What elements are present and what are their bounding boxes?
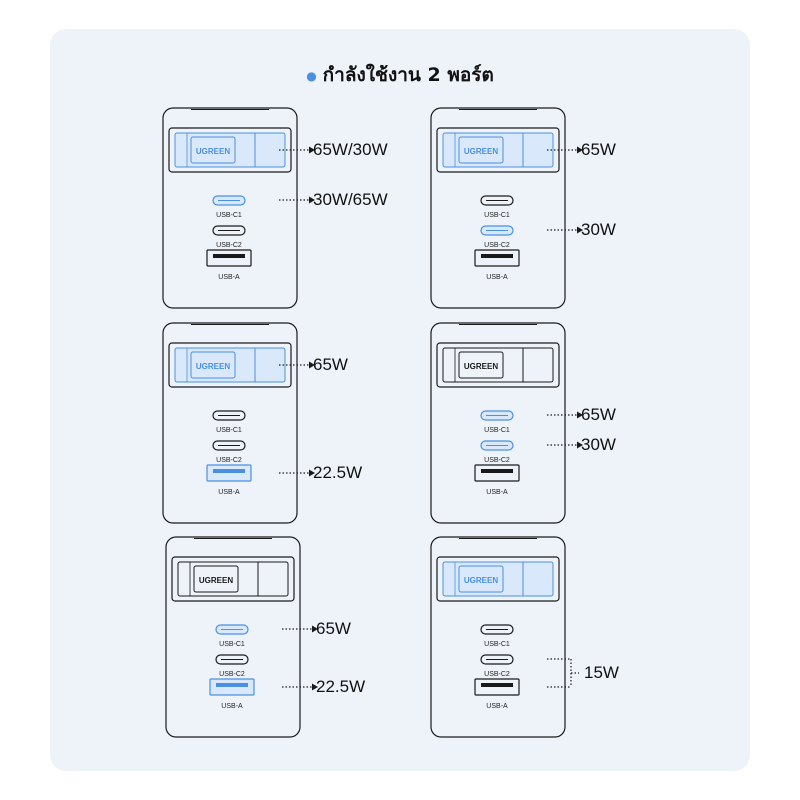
brand-label: UGREEN [464, 147, 498, 156]
brand-label: UGREEN [196, 147, 230, 156]
port-label-a: USB-A [486, 489, 508, 496]
brand-label: UGREEN [464, 362, 498, 371]
watt-label-c1: 65W [581, 405, 616, 424]
port-label-a: USB-A [221, 703, 243, 710]
port-label-c2: USB-C2 [484, 457, 510, 464]
leader-line [547, 226, 583, 234]
leader-line [547, 441, 583, 449]
port-label-c2: USB-C2 [219, 671, 245, 678]
watt-label-cable: 65W/30W [313, 140, 388, 159]
bullet-icon: ● [306, 68, 317, 83]
watt-label-c2: 30W [581, 435, 616, 454]
leader-line [282, 625, 318, 633]
port-label-c2: USB-C2 [484, 671, 510, 678]
watt-label-c1: 30W/65W [313, 190, 388, 209]
leader-line [282, 683, 318, 691]
ugreen-logo [458, 565, 504, 593]
watt-label-c1: 65W [316, 619, 351, 638]
port-label-c1: USB-C1 [484, 212, 510, 219]
content-panel [50, 29, 750, 771]
page-title: ● กำลังใช้งาน 2 พอร์ต [0, 60, 800, 90]
port-label-a: USB-A [218, 274, 240, 281]
watt-label-a: 22.5W [316, 677, 366, 696]
ugreen-logo [458, 351, 504, 379]
leader-line [279, 469, 315, 477]
brand-label: UGREEN [464, 576, 498, 585]
port-label-c1: USB-C1 [484, 641, 510, 648]
port-label-c1: USB-C1 [216, 212, 242, 219]
ugreen-logo [458, 136, 504, 164]
leader-line [547, 411, 583, 419]
ugreen-logo [190, 351, 236, 379]
bracket-leader [547, 658, 579, 688]
watt-label-cable: 65W [581, 140, 616, 159]
port-label-c1: USB-C1 [219, 641, 245, 648]
ugreen-logo [193, 565, 239, 593]
watt-label-shared: 15W [584, 663, 619, 682]
port-label-a: USB-A [218, 489, 240, 496]
ugreen-logo [190, 136, 236, 164]
port-label-c2: USB-C2 [216, 457, 242, 464]
watt-label-c2: 30W [581, 220, 616, 239]
port-label-c1: USB-C1 [484, 427, 510, 434]
brand-label: UGREEN [199, 576, 233, 585]
leader-line [279, 361, 315, 369]
port-label-c1: USB-C1 [216, 427, 242, 434]
page-title-text: กำลังใช้งาน 2 พอร์ต [322, 64, 494, 86]
port-label-a: USB-A [486, 703, 508, 710]
port-label-c2: USB-C2 [484, 242, 510, 249]
leader-line [279, 146, 315, 154]
port-label-a: USB-A [486, 274, 508, 281]
brand-label: UGREEN [196, 362, 230, 371]
leader-line [547, 146, 583, 154]
port-label-c2: USB-C2 [216, 242, 242, 249]
watt-label-cable: 65W [313, 355, 348, 374]
leader-line [279, 196, 315, 204]
watt-label-a: 22.5W [313, 463, 363, 482]
